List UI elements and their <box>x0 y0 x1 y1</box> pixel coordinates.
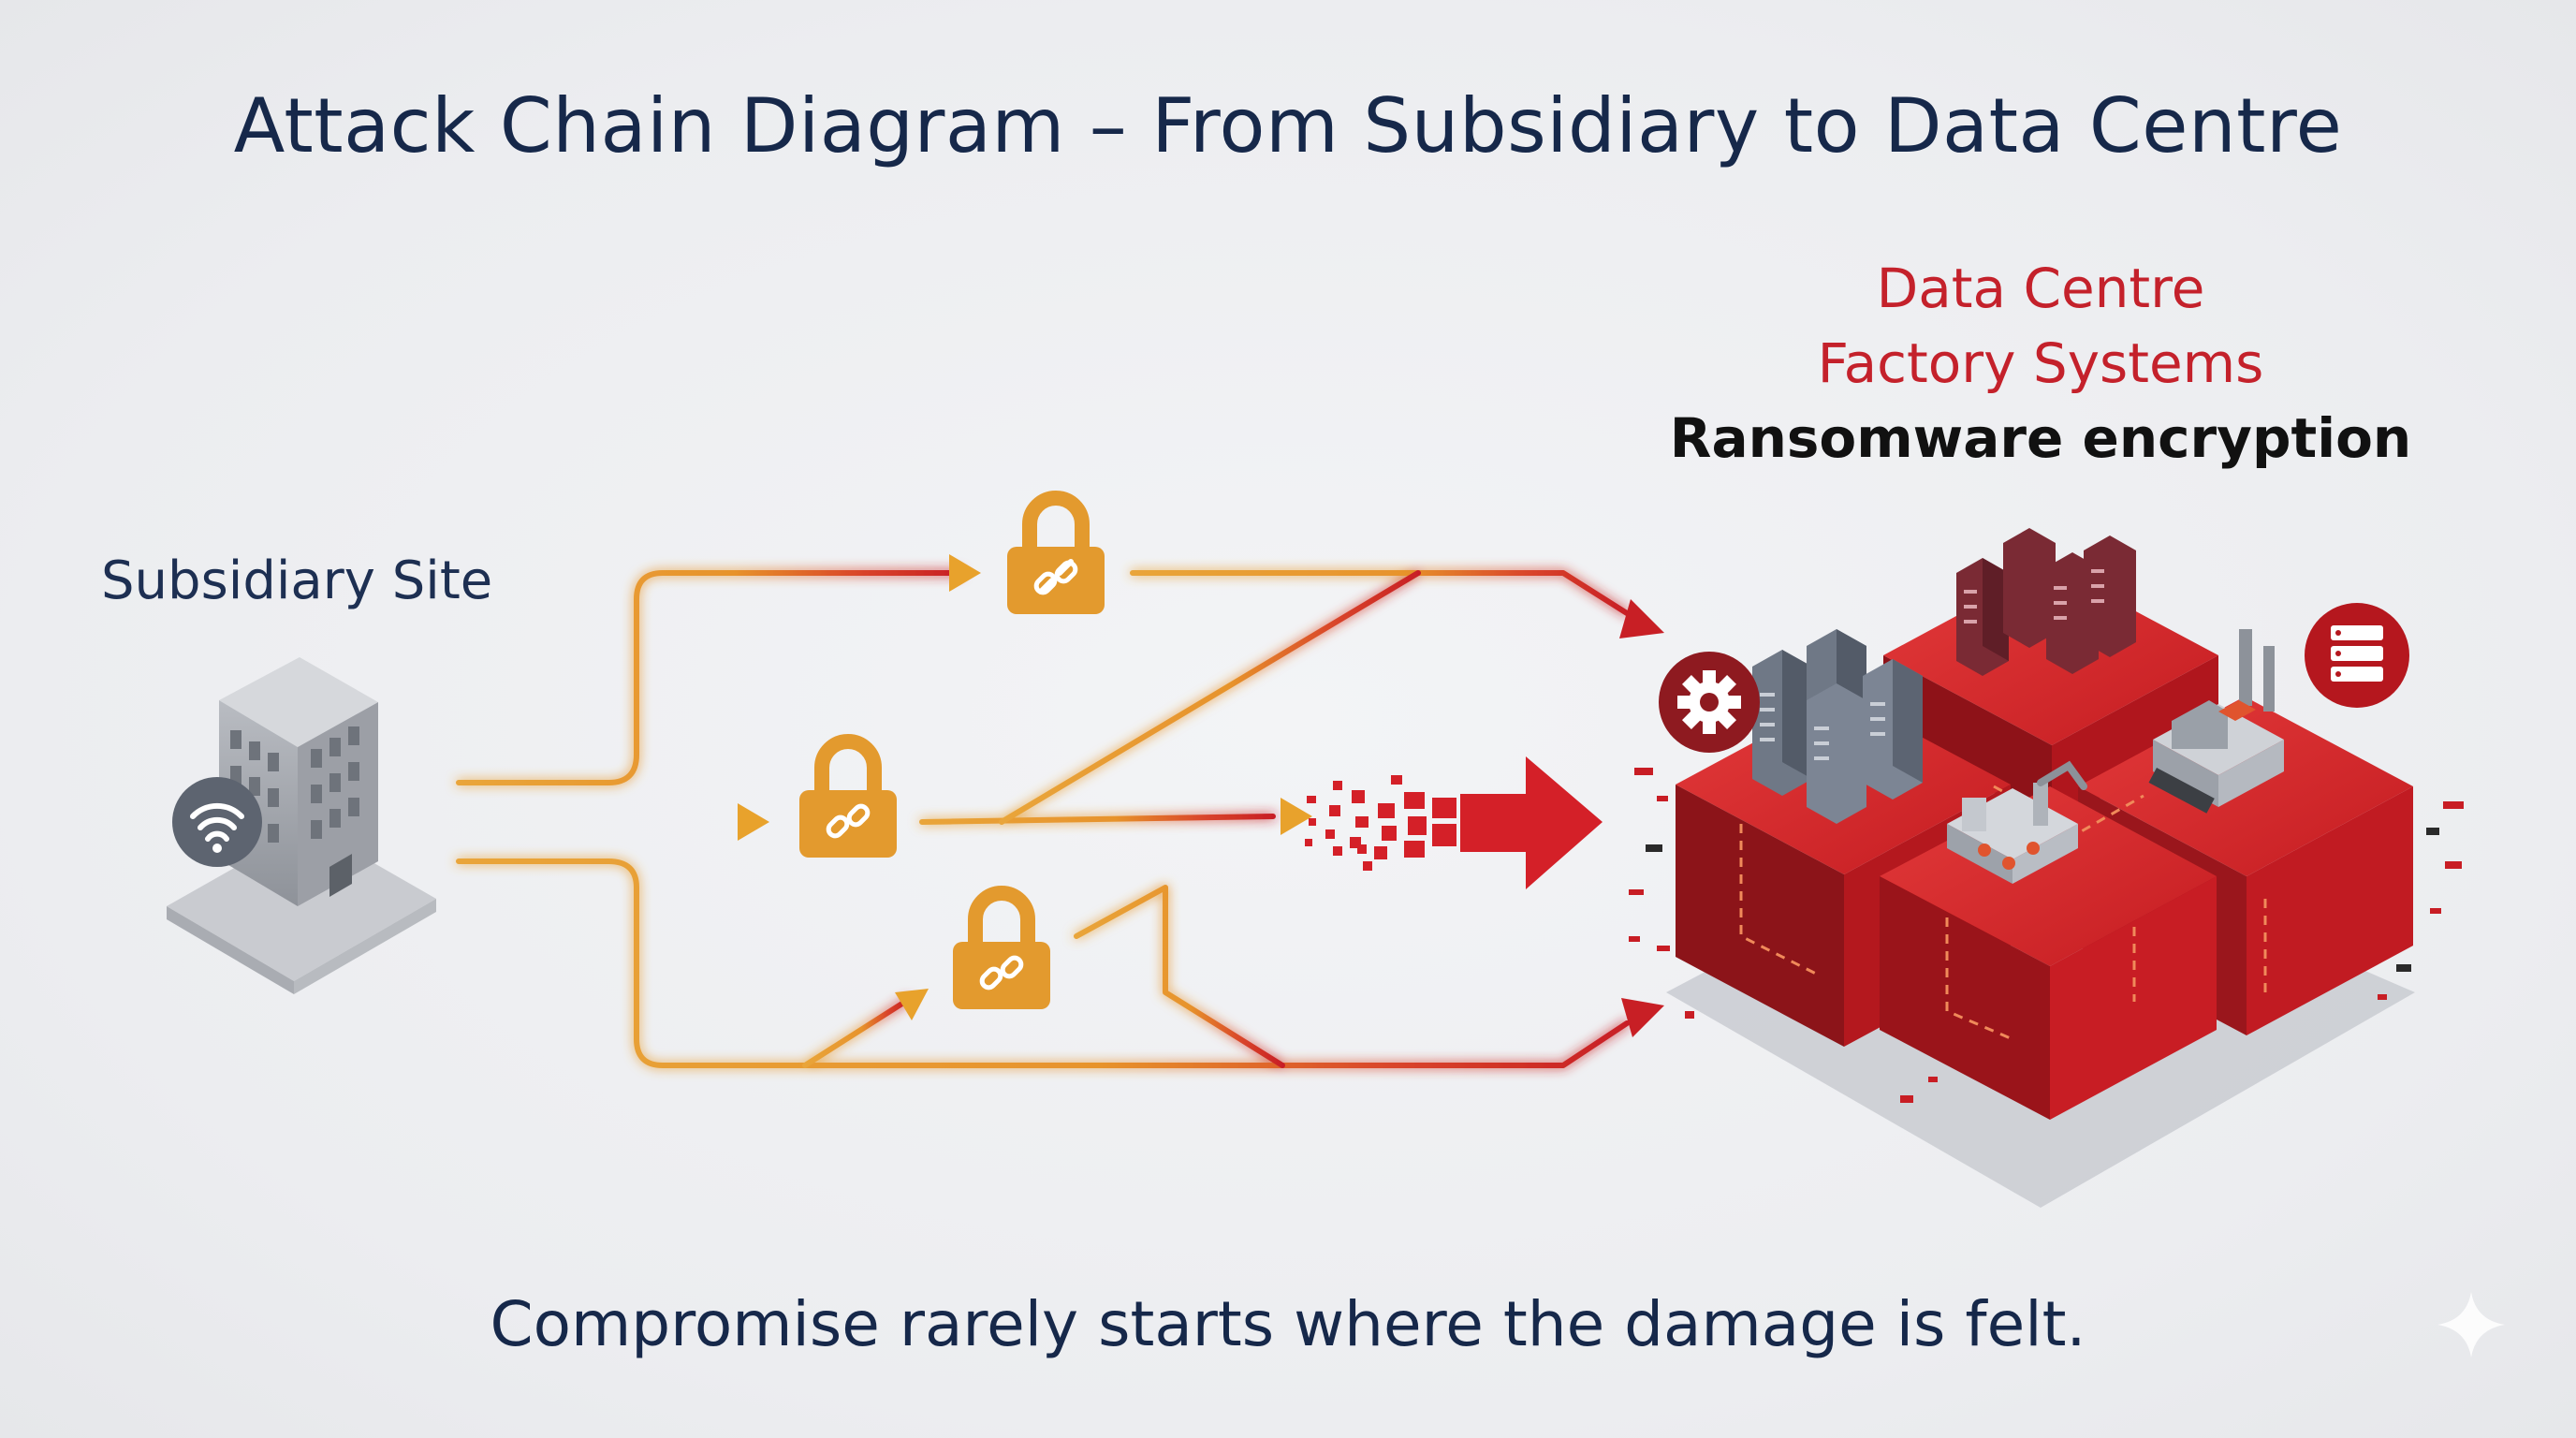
arrow-middle-out-icon <box>1281 798 1312 835</box>
caption: Compromise rarely starts where the damag… <box>490 1288 2086 1360</box>
page-title: Attack Chain Diagram – From Subsidiary t… <box>233 82 2343 169</box>
wifi-icon <box>172 777 262 867</box>
block-front <box>1880 786 2217 966</box>
glitch-fragments <box>1629 768 2464 1103</box>
ransomware-label: Ransomware encryption <box>1669 406 2412 470</box>
factory-systems-label: Factory Systems <box>1817 331 2264 395</box>
subsidiary-site-label: Subsidiary Site <box>101 550 493 611</box>
gear-icon <box>1659 652 1760 753</box>
lock-link-icon <box>799 734 897 858</box>
arrowheads <box>738 554 1664 1037</box>
path-lower <box>456 858 1630 1068</box>
path-middle-continue <box>919 814 1276 825</box>
server-rack-icon <box>1956 528 2136 676</box>
path-upper-continue <box>1130 570 1630 616</box>
arrow-middle-lock-icon <box>738 803 769 841</box>
arrow-lower-target-icon <box>1621 998 1664 1037</box>
target-labels: Data Centre Factory Systems Ransomware e… <box>1535 251 2546 476</box>
path-cross <box>999 570 1421 825</box>
data-centre-label: Data Centre <box>1876 257 2205 320</box>
sparkle-icon <box>2437 1292 2505 1357</box>
pixel-arrow-icon <box>1305 756 1603 889</box>
path-lower-lock-exit <box>1074 885 1285 1068</box>
data-centre-cluster <box>1629 528 2464 1208</box>
arrow-upper-lock-icon <box>949 554 981 592</box>
server-rack-icon <box>1752 629 1923 824</box>
path-lower-branch <box>802 997 911 1068</box>
arrow-upper-target-icon <box>1619 599 1664 638</box>
factory-icon <box>2148 629 2284 814</box>
attack-paths <box>456 570 1630 1068</box>
path-upper <box>456 570 962 785</box>
arrow-lower-lock-icon <box>895 989 929 1020</box>
factory-robot-icon <box>1947 760 2087 884</box>
lock-link-icon <box>1007 491 1105 614</box>
lock-link-icon <box>953 886 1050 1009</box>
server-icon <box>2305 603 2409 708</box>
